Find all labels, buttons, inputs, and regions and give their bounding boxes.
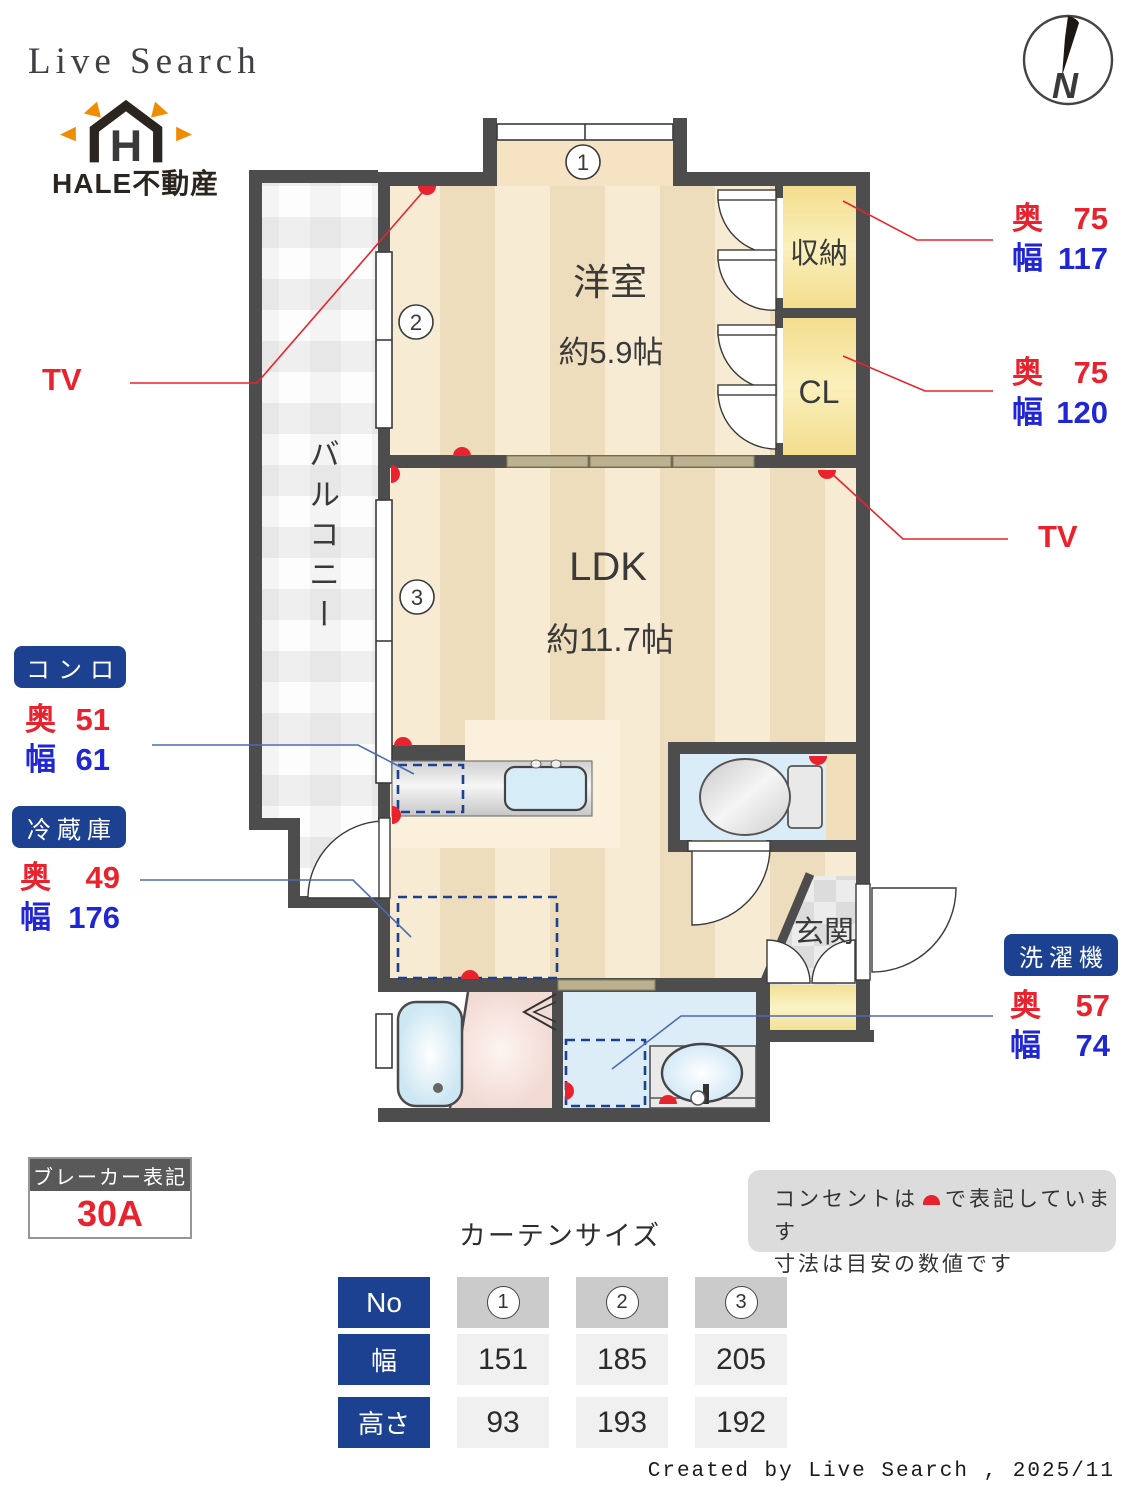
table-row-height: 高さ 93 193 192 — [338, 1397, 787, 1448]
table-row-no: No 1 2 3 — [338, 1277, 787, 1328]
washer-outline — [564, 1038, 647, 1108]
hale-logo-text: HALE不動産 — [52, 168, 220, 199]
width-label: 幅 — [1012, 240, 1043, 276]
marker-3: 3 — [411, 585, 423, 610]
depth-label: 奥 — [20, 860, 51, 895]
kitchen-sink — [503, 765, 588, 812]
no-cell-2: 2 — [576, 1277, 668, 1328]
stove-outline — [396, 763, 465, 814]
depth-label: 奥 — [1010, 988, 1041, 1023]
hale-logo-letter: H — [110, 120, 142, 164]
folding-door — [521, 993, 557, 1031]
compass-n: N — [1052, 65, 1079, 106]
bathroom — [396, 991, 557, 1109]
curtain-table-title: カーテンサイズ — [458, 1221, 662, 1251]
circled-2: 2 — [605, 1286, 639, 1319]
doors — [307, 189, 957, 984]
outlet-icon — [923, 1195, 940, 1205]
note-text: で表記しています — [774, 1188, 1113, 1244]
washer-dimensions: 奥 57 幅 74 — [1010, 988, 1110, 1063]
depth-value: 57 — [1075, 988, 1110, 1023]
depth-label: 奥 — [1012, 201, 1043, 236]
room-labels: 洋室 約5.9帖 LDK 約11.7帖 収納 CL 玄関 — [546, 237, 854, 949]
washer-tag: 洗濯機 — [1004, 934, 1118, 976]
room-yoshitsu-label: 洋室 — [573, 262, 647, 303]
note-line-1: コンセントはで表記しています — [774, 1184, 1116, 1249]
walls — [249, 118, 874, 1122]
bathtub — [396, 1000, 464, 1108]
note-line-2: 寸法は目安の数値です — [774, 1253, 1014, 1277]
fridge-tag: 冷蔵庫 — [12, 806, 126, 848]
stove-tag: コンロ — [14, 646, 126, 688]
row-header-width: 幅 — [338, 1334, 430, 1385]
height-cell-2: 193 — [576, 1397, 668, 1448]
depth-value: 49 — [85, 860, 120, 895]
width-label: 幅 — [1012, 394, 1043, 430]
depth-value: 75 — [1073, 201, 1108, 236]
width-value: 74 — [1075, 1027, 1110, 1063]
credit-text: Created by Live Search , 2025/11 — [647, 1460, 1115, 1483]
width-cell-3: 205 — [695, 1334, 787, 1385]
compass-icon: N — [1022, 14, 1114, 106]
toilet — [699, 758, 823, 836]
depth-value: 75 — [1073, 355, 1108, 390]
cl-label: CL — [799, 374, 840, 410]
width-label: 幅 — [25, 741, 56, 777]
width-value: 117 — [1057, 240, 1108, 276]
no-cell-1: 1 — [457, 1277, 549, 1328]
notes-box: コンセントはで表記しています 寸法は目安の数値です — [748, 1170, 1116, 1276]
height-cell-3: 192 — [695, 1397, 787, 1448]
width-value: 61 — [75, 741, 110, 777]
storage-dimensions: 奥 75 幅 117 — [1012, 201, 1108, 276]
genkan-label: 玄関 — [794, 916, 854, 949]
depth-label: 奥 — [25, 702, 56, 737]
balcony-label: バルコニー — [304, 438, 339, 638]
curtain-table: No 1 2 3 幅 151 185 205 高さ 93 193 192 — [338, 1277, 787, 1454]
row-header-height: 高さ — [338, 1397, 430, 1448]
width-cell-1: 151 — [457, 1334, 549, 1385]
storage-label: 収納 — [790, 237, 848, 270]
kitchen — [391, 759, 593, 817]
room-ldk-label: LDK — [569, 545, 647, 589]
width-label: 幅 — [1010, 1027, 1041, 1063]
width-cell-2: 185 — [576, 1334, 668, 1385]
leader-lines — [130, 186, 1008, 1070]
sliding-doors — [506, 455, 755, 991]
washroom — [564, 1038, 757, 1109]
window-markers: 1 2 3 — [398, 144, 601, 615]
width-label: 幅 — [20, 899, 51, 935]
stove-dimensions: 奥 51 幅 61 — [25, 702, 110, 777]
depth-value: 51 — [75, 702, 110, 737]
outlet-marks — [391, 186, 836, 1104]
room-ldk-size: 約11.7帖 — [546, 621, 674, 658]
note-text: コンセントは — [774, 1188, 918, 1211]
marker-2: 2 — [410, 310, 422, 335]
fridge-dimensions: 奥 49 幅 176 — [20, 860, 120, 935]
circled-3: 3 — [724, 1286, 758, 1319]
live-search-logo: Live Search — [28, 41, 261, 82]
breaker-value: 30A — [76, 1193, 144, 1234]
hale-logo-icon: H — [60, 100, 192, 164]
row-header-no: No — [338, 1277, 430, 1328]
depth-label: 奥 — [1012, 355, 1043, 390]
room-yoshitsu-size: 約5.9帖 — [558, 335, 663, 370]
tv-label-right: TV — [1038, 519, 1078, 554]
height-cell-1: 93 — [457, 1397, 549, 1448]
width-value: 120 — [1056, 394, 1108, 430]
breaker-box: ブレーカー表記 30A — [28, 1157, 192, 1239]
tv-label-left: TV — [42, 362, 82, 397]
cl-dimensions: 奥 75 幅 120 — [1012, 355, 1108, 430]
windows — [375, 123, 674, 1069]
table-row-width: 幅 151 185 205 — [338, 1334, 787, 1385]
marker-1: 1 — [577, 150, 589, 175]
width-value: 176 — [68, 899, 120, 935]
circled-1: 1 — [486, 1286, 520, 1319]
no-cell-3: 3 — [695, 1277, 787, 1328]
breaker-title: ブレーカー表記 — [30, 1159, 190, 1191]
